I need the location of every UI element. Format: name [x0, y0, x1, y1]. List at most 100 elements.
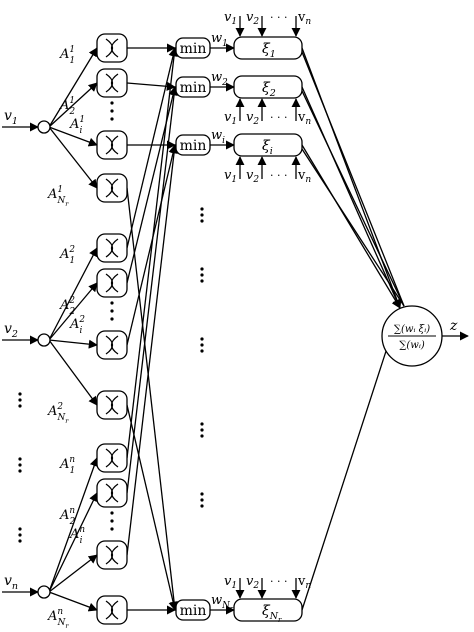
rule-input-labels: v2 [246, 574, 259, 591]
input-label: v2 [4, 321, 18, 340]
ellipsis-dot [200, 213, 204, 217]
input-label: vn [4, 573, 18, 592]
input-to-mf-line [48, 47, 98, 128]
rule-input-labels: vn [297, 110, 311, 127]
min-operator-box [175, 76, 211, 98]
input-to-mf-line [48, 126, 98, 189]
ellipsis-dot [110, 301, 114, 305]
ellipsis-dot [18, 404, 22, 408]
ellipsis-dot [18, 527, 22, 531]
membership-curve-icon [110, 545, 119, 565]
input-label: v1 [4, 108, 18, 127]
ellipsis-dot [110, 101, 114, 105]
weight-label: wNr [211, 593, 234, 613]
output-label: z [449, 318, 458, 334]
min-label: min [180, 603, 207, 619]
weight-to-aggregator-line [301, 51, 405, 307]
rule-output-label: ξi [262, 138, 273, 157]
input-to-mf-line [48, 492, 98, 593]
ellipsis-dot [200, 349, 204, 353]
rule-output-box [233, 598, 303, 622]
min-label: min [180, 41, 207, 57]
membership-curve-icon [105, 448, 114, 468]
ellipsis-dot [200, 434, 204, 438]
ellipsis-dot [200, 422, 204, 426]
membership-curve-icon [105, 135, 114, 155]
mf-to-min-line [126, 404, 178, 611]
ellipsis-dot [200, 219, 204, 223]
ellipsis-dot [18, 398, 22, 402]
membership-curve-icon [105, 238, 114, 258]
membership-curve-icon [105, 600, 114, 620]
ellipsis-dot [110, 527, 114, 531]
ellipsis-dot [200, 337, 204, 341]
rule-input-labels: vn [297, 168, 311, 185]
ellipsis-dot [18, 539, 22, 543]
membership-curve-icon [110, 448, 119, 468]
ellipsis-dot [200, 267, 204, 271]
rule-to-aggregator-line [301, 307, 402, 611]
input-to-mf-line [48, 457, 99, 593]
rule-input-labels: v1 [224, 574, 237, 591]
ellipsis-dot [200, 279, 204, 283]
rule-output-label: ξ1 [262, 41, 276, 60]
ellipsis-dot [18, 469, 22, 473]
input-to-mf-line [48, 126, 98, 147]
rule-output-box [233, 36, 303, 60]
membership-curve-icon [110, 135, 119, 155]
membership-curve-icon [105, 273, 114, 293]
input-to-mf-line [48, 247, 98, 341]
ellipsis-dot [110, 109, 114, 113]
aggregator-numerator: ∑(wᵢ ξᵢ) [394, 324, 430, 335]
min-operator-box [175, 599, 211, 621]
ellipsis-dot [110, 511, 114, 515]
weight-label: wi [211, 128, 225, 146]
mf-to-min-line [126, 47, 178, 249]
ellipsis-dot [200, 498, 204, 502]
input-node [37, 120, 51, 134]
membership-curve-icon [110, 73, 119, 93]
rule-input-labels: v1 [224, 10, 237, 27]
mf-to-min-line [126, 144, 179, 556]
membership-curve-icon [110, 483, 119, 503]
ellipsis-dot [200, 492, 204, 496]
input-node [37, 333, 51, 347]
rule-input-labels: · · · [270, 169, 287, 182]
input-to-mf-line [48, 339, 98, 406]
membership-curve-icon [110, 273, 119, 293]
weight-label: w2 [211, 70, 228, 88]
ellipsis-dot [110, 519, 114, 523]
membership-curve-icon [105, 38, 114, 58]
membership-curve-icon [105, 395, 114, 415]
membership-curve-icon [105, 545, 114, 565]
input-node [37, 585, 51, 599]
mf-to-min-line [126, 81, 176, 91]
node-layer [18, 33, 443, 625]
ellipsis-dot [200, 343, 204, 347]
rule-input-labels: · · · [270, 575, 287, 588]
weight-to-aggregator-line [301, 90, 405, 307]
input-to-mf-line [48, 282, 98, 341]
aggregator-denominator: ∑(wᵢ) [399, 340, 425, 351]
rule-input-labels: vn [297, 574, 311, 591]
connection-lines [2, 16, 469, 615]
min-operator-box [175, 37, 211, 59]
rule-input-labels: v2 [246, 110, 259, 127]
rule-output-box [233, 75, 303, 99]
weight-to-aggregator-line [301, 148, 405, 307]
ellipsis-dot [110, 117, 114, 121]
input-to-mf-line [48, 339, 98, 349]
mf-to-min-line [126, 187, 179, 611]
ellipsis-dot [18, 463, 22, 467]
mf-to-min-line [126, 86, 179, 494]
min-operator-box [175, 134, 211, 156]
rule-output-box [233, 133, 303, 157]
